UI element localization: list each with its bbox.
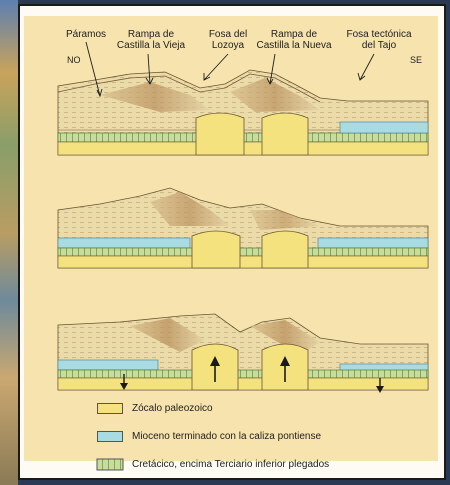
label-fosa-lozoya-line1: Fosa del [209, 29, 247, 40]
legend-label-cretacico: Cretácico, encima Terciario inferior ple… [132, 459, 329, 470]
label-paramos: Páramos [66, 29, 106, 40]
label-fosa-tajo-line2: del Tajo [362, 40, 396, 51]
section-top [58, 70, 428, 155]
label-fosa-lozoya: Fosa del Lozoya [205, 29, 251, 51]
legend-label-mioceno: Mioceno terminado con la caliza pontiens… [132, 431, 321, 442]
label-fosa-lozoya-line2: Lozoya [212, 40, 244, 51]
label-rampa-vieja-line2: Castilla la Vieja [117, 40, 185, 51]
label-rampa-nueva-line1: Rampa de [271, 29, 317, 40]
label-fosa-tajo-line1: Fosa tectónica [346, 29, 411, 40]
legend-swatch-zocalo [97, 403, 123, 414]
label-rampa-vieja-line1: Rampa de [128, 29, 174, 40]
section-bottom [58, 314, 428, 393]
legend-swatch-mioceno [97, 431, 123, 442]
label-rampa-castilla-nueva: Rampa de Castilla la Nueva [255, 29, 333, 51]
label-fosa-tajo: Fosa tectónica del Tajo [342, 29, 416, 51]
legend-swatch-cretacico [97, 459, 123, 470]
direction-west: NO [67, 55, 81, 65]
legend-label-zocalo: Zócalo paleozoico [132, 403, 213, 414]
direction-east: SE [410, 55, 422, 65]
label-rampa-nueva-line2: Castilla la Nueva [256, 40, 331, 51]
section-middle [58, 188, 428, 268]
label-rampa-castilla-vieja: Rampa de Castilla la Vieja [116, 29, 186, 51]
